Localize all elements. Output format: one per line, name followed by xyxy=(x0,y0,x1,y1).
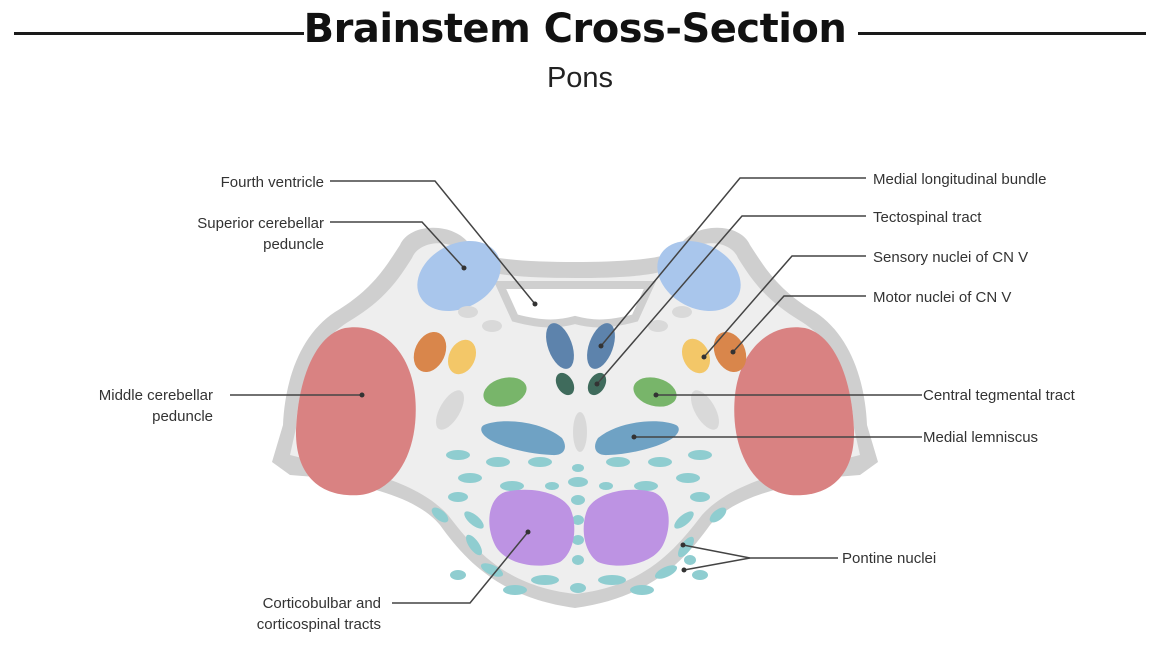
label-middle-cerebellar-peduncle-line1: Middle cerebellar xyxy=(99,387,213,404)
leader-dots xyxy=(359,265,736,573)
tectospinal-tract-left xyxy=(555,372,575,396)
motor-nuclei-right xyxy=(713,331,747,373)
superior-cerebellar-peduncle-left xyxy=(417,240,501,312)
label-fourth-ventricle: Fourth ventricle xyxy=(221,174,324,191)
label-sensory-nuclei: Sensory nuclei of CN V xyxy=(873,249,1028,266)
label-corticobulbar-line2: corticospinal tracts xyxy=(257,616,381,633)
gray-matter-ovals xyxy=(436,306,719,452)
corticospinal-tract-left xyxy=(489,489,575,566)
leader-lines xyxy=(230,177,922,604)
motor-nuclei-left xyxy=(413,331,447,373)
sensory-nuclei-right xyxy=(681,338,711,374)
central-tegmental-tract-right xyxy=(633,377,677,407)
sensory-nuclei-left xyxy=(447,339,477,375)
label-medial-lemniscus: Medial lemniscus xyxy=(923,429,1038,446)
pontine-nuclei xyxy=(431,450,727,595)
title-rule-right xyxy=(858,32,1146,35)
middle-cerebellar-peduncle-right xyxy=(734,327,855,496)
corticospinal-tract-right xyxy=(583,489,669,566)
superior-cerebellar-peduncle-right xyxy=(657,240,741,312)
label-corticobulbar-line1: Corticobulbar and xyxy=(263,595,381,612)
diagram-title: Brainstem Cross-Section xyxy=(303,6,847,52)
diagram-subtitle: Pons xyxy=(546,62,614,94)
medial-lemniscus-left xyxy=(481,421,565,456)
medial-lemniscus-right xyxy=(595,421,679,456)
label-motor-nuclei: Motor nuclei of CN V xyxy=(873,289,1011,306)
title-rule-left xyxy=(14,32,304,35)
central-tegmental-tract-left xyxy=(483,377,527,407)
label-medial-longitudinal-bundle: Medial longitudinal bundle xyxy=(873,171,1046,188)
middle-cerebellar-peduncle-left xyxy=(295,327,416,496)
label-tectospinal-tract: Tectospinal tract xyxy=(873,209,982,226)
label-pontine-nuclei: Pontine nuclei xyxy=(842,550,936,567)
fourth-ventricle xyxy=(493,281,657,328)
label-central-tegmental-tract: Central tegmental tract xyxy=(923,387,1076,404)
medial-longitudinal-bundle-left xyxy=(546,323,574,369)
label-middle-cerebellar-peduncle-line2: peduncle xyxy=(152,408,213,425)
label-superior-cerebellar-peduncle-line1: Superior cerebellar xyxy=(197,215,324,232)
label-superior-cerebellar-peduncle-line2: peduncle xyxy=(263,236,324,253)
